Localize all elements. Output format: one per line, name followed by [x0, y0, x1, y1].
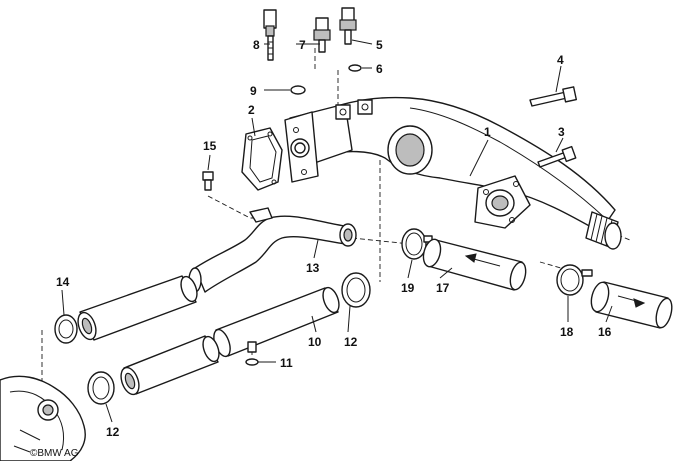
hose-lower-left	[120, 335, 220, 396]
callout-14: 14	[56, 275, 70, 289]
bolt-part-15	[202, 171, 214, 191]
engine-block-fragment	[0, 375, 86, 461]
callout-18: 18	[560, 325, 574, 339]
seal-ring-14	[54, 314, 78, 344]
sensor-part-8	[263, 9, 277, 61]
callout-5: 5	[376, 38, 383, 52]
callout-12-left: 12	[106, 425, 120, 439]
copyright-notice: ©BMW AG	[30, 448, 79, 459]
fitting-part-11	[245, 341, 259, 366]
callout-12-right: 12	[344, 335, 358, 349]
callout-9: 9	[250, 84, 257, 98]
bent-pipe-part-13	[188, 207, 357, 293]
callout-7: 7	[299, 38, 306, 52]
gasket-part	[241, 127, 283, 191]
callout-2: 2	[248, 103, 255, 117]
hose-part-10	[213, 286, 340, 358]
callout-1: 1	[484, 125, 491, 139]
clamp-part-19	[401, 228, 433, 260]
callout-labels: 1 2 3 4 5 6 7 8 9 10 11 12 12 13 14 15 1…	[56, 38, 612, 439]
leader-lines	[61, 39, 613, 423]
washer-part-9	[290, 85, 306, 95]
hose-part-17	[422, 238, 527, 291]
callout-4: 4	[557, 53, 564, 67]
coolant-manifold	[284, 96, 622, 250]
callout-10: 10	[308, 335, 322, 349]
hose-part-16	[590, 281, 673, 329]
seal-ring-12-right	[341, 272, 371, 308]
sensor-part-5	[339, 7, 357, 45]
clamp-part-18	[556, 264, 593, 296]
sensor-part-7	[313, 17, 331, 53]
callout-11: 11	[280, 356, 293, 370]
callout-19: 19	[401, 281, 415, 295]
callout-15: 15	[203, 139, 217, 153]
callout-17: 17	[436, 281, 450, 295]
seal-ring-12-left	[87, 371, 115, 405]
callout-8: 8	[253, 38, 260, 52]
callout-13: 13	[306, 261, 320, 275]
hose-upper-left	[77, 275, 198, 341]
callout-3: 3	[558, 125, 565, 139]
bolt-part-4	[529, 86, 578, 107]
bolt-part-3	[537, 145, 577, 168]
callout-6: 6	[376, 62, 383, 76]
callout-16: 16	[598, 325, 612, 339]
washer-part-6	[348, 64, 362, 72]
